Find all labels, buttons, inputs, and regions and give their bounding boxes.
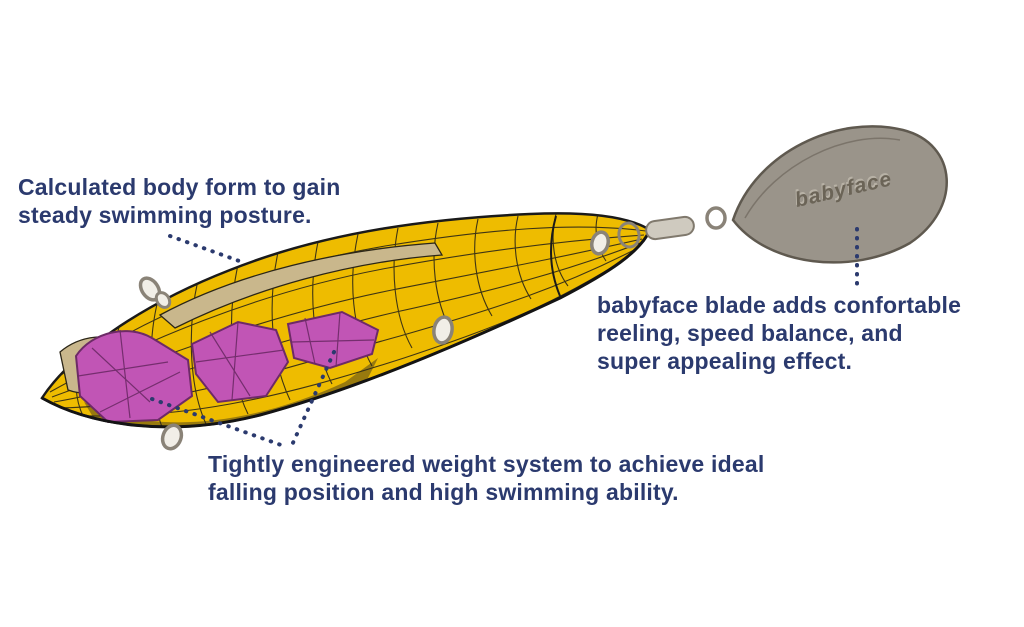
annotation-line: super appealing effect. <box>597 348 853 374</box>
swivel-barrel <box>645 215 695 241</box>
annotation-line: reeling, speed balance, and <box>597 320 903 346</box>
weight-rear <box>286 310 380 370</box>
leader-lines <box>150 227 859 447</box>
belly-hanger-front <box>160 423 184 451</box>
body-rim <box>41 229 652 429</box>
swivel-loop <box>705 206 727 230</box>
tail-eyelet <box>590 230 610 256</box>
annotation-weight-system: Tightly engineered weight system to achi… <box>208 450 764 506</box>
hardware <box>138 230 610 451</box>
leader-line-body-form <box>168 234 244 264</box>
weight-facet-lines <box>77 311 375 419</box>
annotation-line: Tightly engineered weight system to achi… <box>208 451 765 477</box>
swivel <box>617 206 727 249</box>
belly-hanger-mid <box>432 315 454 345</box>
annotation-blade: babyface blade adds confortable reeling,… <box>597 291 961 375</box>
line-tie-ring <box>154 291 172 309</box>
blade-highlight-edge <box>744 137 901 219</box>
blade-shape <box>731 125 948 264</box>
annotation-line: steady swimming posture. <box>18 202 312 228</box>
annotation-line: babyface blade adds confortable <box>597 292 962 318</box>
inner-shell-strip <box>158 242 444 329</box>
split-ring <box>617 221 641 249</box>
annotation-line: falling position and high swimming abili… <box>208 479 679 505</box>
annotation-line: Calculated body form to gain <box>18 174 341 200</box>
lure-body <box>40 212 652 429</box>
leader-line-weight-right <box>290 350 336 447</box>
annotation-body-form: Calculated body form to gain steady swim… <box>18 173 341 229</box>
tail-blade: babyface babyface <box>731 125 948 264</box>
tail-seam <box>550 215 561 297</box>
weight-front <box>74 330 194 424</box>
